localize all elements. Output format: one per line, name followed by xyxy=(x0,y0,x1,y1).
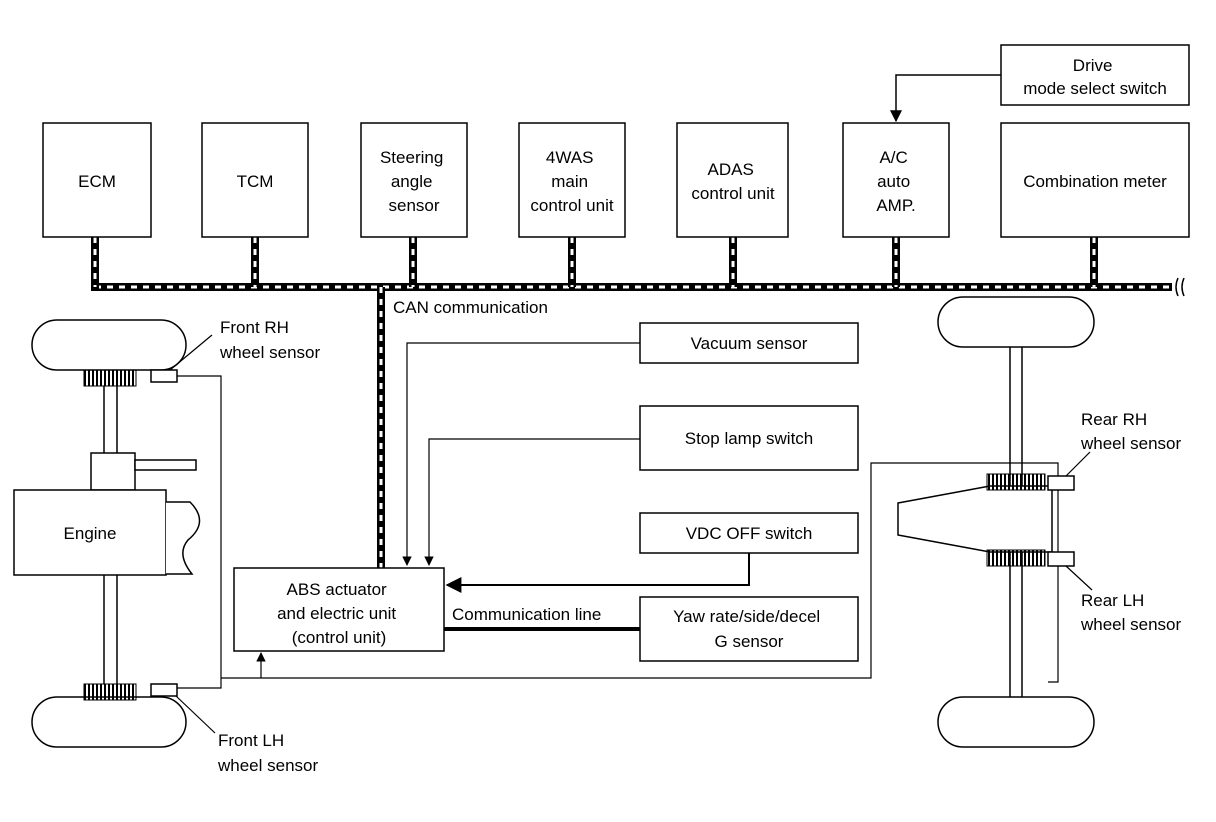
drive-mode-connector xyxy=(890,74,1001,123)
can-bus xyxy=(91,237,1185,568)
svg-text:Rear RH wheel sensor: Rear RH wheel sensor xyxy=(1080,410,1182,453)
rear-rh-leader xyxy=(1065,451,1091,477)
vacuum-sensor-label: Vacuum sensor xyxy=(691,334,808,353)
rear-differential xyxy=(897,485,1053,553)
front-rh-wheel-sensor xyxy=(150,369,178,383)
svg-text:Front RH wheel sensor: Front RH wheel sensor xyxy=(219,318,321,362)
communication-line-label: Communication line xyxy=(452,605,601,624)
vacuum-sensor-line xyxy=(402,342,640,566)
svg-text:Drive mode select switch: Drive mode select switch xyxy=(1023,56,1167,98)
svg-text:Steering angle sensor: Steering angle sensor xyxy=(380,148,448,215)
stop-lamp-switch-label: Stop lamp switch xyxy=(685,429,814,448)
vdc-off-switch-label: VDC OFF switch xyxy=(686,524,813,543)
ac-auto-amp-box xyxy=(842,122,950,238)
svg-text:Front LH wheel sensor: Front LH wheel sensor xyxy=(217,731,319,775)
svg-text:A/C auto AMP.: A/C auto AMP. xyxy=(876,148,915,215)
steering-label-line: Steering xyxy=(380,148,443,167)
front-rh-sensor-label-line: wheel sensor xyxy=(219,343,321,362)
rear-lh-wheel xyxy=(937,696,1095,748)
engine-block xyxy=(13,489,167,576)
yaw-sensor-label-line: Yaw rate/side/decel xyxy=(673,607,820,626)
tcm-box xyxy=(201,122,309,238)
rear-lh-leader xyxy=(1065,565,1093,591)
yaw-rate-sensor-box xyxy=(639,596,859,662)
fourwas-label-line: main xyxy=(551,172,588,191)
engine-cut-edge xyxy=(166,501,201,575)
svg-text:4WAS main control unit: 4WAS main control unit xyxy=(530,148,613,215)
adas-control-unit-box xyxy=(676,122,789,238)
yaw-sensor-label-line: G sensor xyxy=(715,632,784,651)
front-rh-tone-ring xyxy=(83,369,137,387)
front-rh-leader xyxy=(169,334,213,371)
combination-meter-box xyxy=(1000,122,1190,238)
wheel-sensor-harness xyxy=(177,375,1059,689)
front-lh-leader xyxy=(175,695,216,734)
drive-mode-label-line: mode select switch xyxy=(1023,79,1167,98)
steering-angle-sensor-box xyxy=(360,122,468,238)
steering-label-line: angle xyxy=(391,172,433,191)
svg-text:ABS actuator and electric: ABS actuator and electric unit (control … xyxy=(277,580,401,647)
rear-rh-wheel-sensor xyxy=(1047,475,1075,491)
4was-control-unit-box xyxy=(518,122,626,238)
ecm-label: ECM xyxy=(78,172,116,191)
combination-meter-label: Combination meter xyxy=(1023,172,1167,191)
abs-actuator-box xyxy=(233,567,445,652)
svg-text:VDC OFF switch: VDC OFF switch xyxy=(686,524,813,543)
front-lh-tone-ring xyxy=(83,683,137,701)
transmission-block xyxy=(90,452,136,491)
abs-label-line: ABS actuator xyxy=(287,580,388,599)
vdc-off-switch-box xyxy=(639,512,859,554)
svg-text:ECM: ECM xyxy=(78,172,116,191)
engine-label: Engine xyxy=(64,524,117,543)
ac-label-line: A/C xyxy=(879,148,907,167)
fourwas-label-line: 4WAS xyxy=(546,148,594,167)
abs-label-line: (control unit) xyxy=(292,628,386,647)
svg-text:Yaw rate/side/decel G sens: Yaw rate/side/decel G sensor xyxy=(673,607,825,651)
front-rh-wheel xyxy=(31,319,187,371)
adas-label-line: ADAS xyxy=(707,160,753,179)
tcm-label: TCM xyxy=(237,172,274,191)
svg-text:ADAS control unit: ADAS control unit xyxy=(691,160,774,203)
stop-lamp-line xyxy=(424,438,640,566)
rear-lh-wheel-sensor xyxy=(1047,551,1075,567)
svg-text:Vacuum sensor: Vacuum sensor xyxy=(691,334,808,353)
svg-text:TCM: TCM xyxy=(237,172,274,191)
front-lh-wheel xyxy=(31,696,187,748)
rear-rh-wheel xyxy=(937,296,1095,348)
adas-label-line: control unit xyxy=(691,184,774,203)
rear-rh-sensor-label-line: wheel sensor xyxy=(1080,434,1182,453)
abs-label-line: and electric unit xyxy=(277,604,396,623)
rear-lh-sensor-label-line: Rear LH xyxy=(1081,591,1144,610)
can-communication-label: CAN communication xyxy=(393,298,548,317)
svg-text:Rear LH wheel sensor: Rear LH wheel sensor xyxy=(1080,591,1182,634)
vacuum-sensor-box xyxy=(639,322,859,364)
fourwas-label-line: control unit xyxy=(530,196,613,215)
stop-lamp-switch-box xyxy=(639,405,859,471)
front-lh-sensor-label-line: Front LH xyxy=(218,731,284,750)
front-lh-wheel-sensor xyxy=(150,683,178,697)
vdc-off-line xyxy=(445,553,750,593)
drive-mode-label-line: Drive xyxy=(1073,56,1113,75)
rear-rh-tone-ring xyxy=(986,473,1046,491)
ac-label-line: auto xyxy=(877,172,910,191)
shaft xyxy=(134,459,197,471)
front-rh-sensor-label-line: Front RH xyxy=(220,318,289,337)
steering-label-line: sensor xyxy=(388,196,439,215)
svg-text:Stop lamp switch: Stop lamp switch xyxy=(685,429,814,448)
ac-label-line: AMP. xyxy=(876,196,915,215)
front-lh-sensor-label-line: wheel sensor xyxy=(217,756,319,775)
rear-rh-sensor-label-line: Rear RH xyxy=(1081,410,1147,429)
rear-lh-tone-ring xyxy=(986,549,1046,567)
rear-lh-sensor-label-line: wheel sensor xyxy=(1080,615,1182,634)
ecm-box xyxy=(42,122,152,238)
svg-text:Combination meter: Combination meter xyxy=(1023,172,1167,191)
svg-text:Engine: Engine xyxy=(64,524,117,543)
